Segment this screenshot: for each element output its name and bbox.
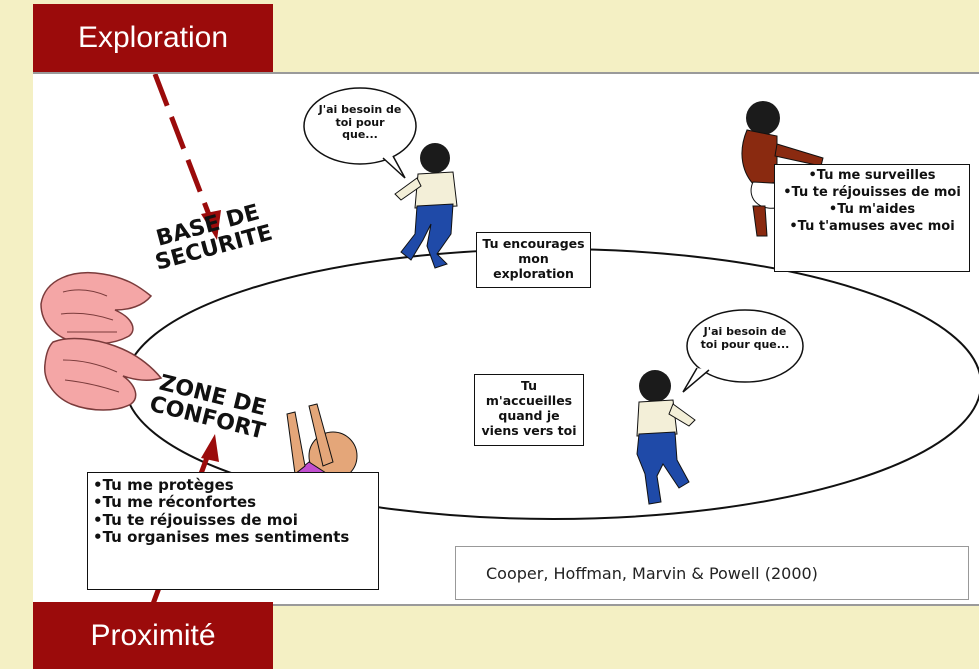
top-right-item: •Tu t'amuses avec moi [789, 218, 955, 234]
bottom-left-item: •Tu te réjouisses de moi [93, 510, 298, 529]
bottom-left-item: •Tu me protèges [93, 476, 234, 494]
proximity-tag: Proximité [33, 602, 273, 669]
speech-bubble-top [303, 87, 417, 165]
top-right-item: •Tu te réjouisses de moi [783, 184, 961, 200]
upper-hand-icon [40, 272, 153, 345]
box-encourage: Tu encourages mon exploration [476, 232, 591, 288]
exploration-arrow [152, 74, 214, 221]
child-running-top-icon [394, 143, 458, 269]
child-running-bottom-icon [636, 370, 696, 505]
bubble-top-text: J'ai besoin de toi pour que... [318, 103, 402, 142]
lower-hand-icon [44, 337, 163, 411]
diagram-panel: BASE DE SECURITE ZONE DE CONFORT J'ai be… [33, 72, 979, 606]
bottom-left-item: •Tu me réconfortes [93, 493, 257, 512]
speech-bubble-right [686, 309, 804, 383]
bottom-left-item: •Tu organises mes sentiments [93, 527, 350, 546]
box-bottom-left: •Tu me protèges •Tu me réconfortes •Tu t… [87, 472, 379, 590]
top-right-item: •Tu m'aides [828, 201, 916, 217]
exploration-tag: Exploration [33, 4, 273, 72]
box-top-right: •Tu me surveilles •Tu te réjouisses de m… [774, 164, 970, 272]
top-right-item: •Tu me surveilles [808, 168, 936, 183]
box-accueil: Tu m'accueilles quand je viens vers toi [474, 374, 584, 446]
citation: Cooper, Hoffman, Marvin & Powell (2000) [455, 546, 969, 600]
bubble-right-text: J'ai besoin de toi pour que... [700, 325, 790, 351]
